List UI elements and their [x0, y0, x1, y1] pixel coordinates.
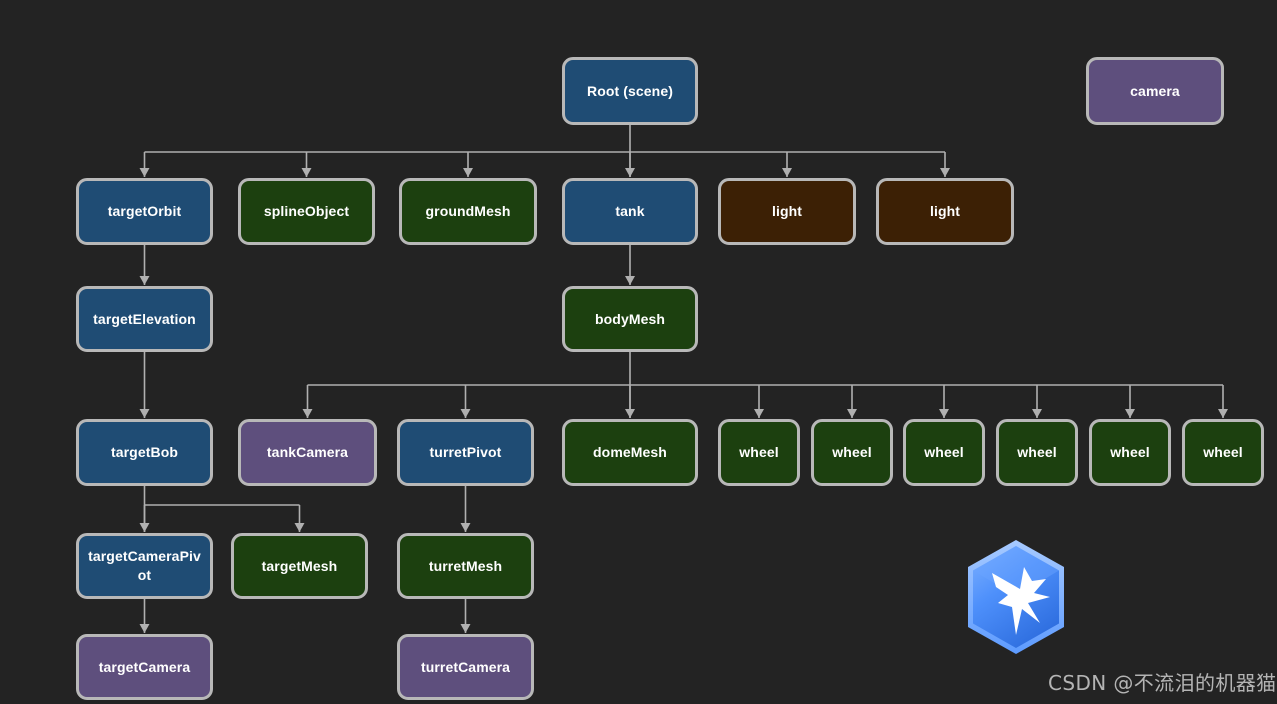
babylonjs-logo-icon [968, 540, 1064, 654]
graph-node-label: turretCamera [420, 658, 511, 675]
graph-node-label: wheel [1203, 444, 1243, 460]
graph-node-splineObject[interactable]: splineObject [238, 178, 375, 245]
graph-node-label: targetCameraPivot [88, 548, 201, 583]
graph-node-label: turretMesh [428, 557, 503, 574]
graph-node-label: domeMesh [593, 444, 667, 460]
graph-node-label: targetCamera [98, 658, 191, 675]
graph-node-label: camera [1130, 82, 1180, 99]
graph-node-label: light [929, 203, 961, 219]
graph-node-label: turretPivot [429, 444, 502, 460]
graph-node-label: targetOrbit [107, 203, 182, 219]
graph-node-label: light [771, 203, 803, 219]
graph-node-bodyMesh[interactable]: bodyMesh [562, 286, 698, 352]
graph-node-targetCameraPivot[interactable]: targetCameraPivot [76, 533, 213, 599]
graph-node-tank[interactable]: tank [562, 178, 698, 245]
csdn-watermark: CSDN @不流泪的机器猫 [1048, 671, 1277, 695]
graph-node-targetBob[interactable]: targetBob [76, 419, 213, 486]
graph-node-label: splineObject [263, 203, 350, 219]
graph-node-label: wheel [739, 444, 779, 460]
graph-node-wheel1[interactable]: wheel [718, 419, 800, 486]
graph-node-root[interactable]: Root (scene) [562, 57, 698, 125]
graph-node-wheel4[interactable]: wheel [996, 419, 1078, 486]
graph-node-targetElevation[interactable]: targetElevation [76, 286, 213, 352]
graph-node-label: groundMesh [425, 203, 511, 219]
graph-node-wheel3[interactable]: wheel [903, 419, 985, 486]
graph-node-camera[interactable]: camera [1086, 57, 1224, 125]
graph-node-label: wheel [1017, 444, 1057, 460]
graph-node-targetCamera[interactable]: targetCamera [76, 634, 213, 700]
graph-node-targetOrbit[interactable]: targetOrbit [76, 178, 213, 245]
graph-node-label: bodyMesh [594, 310, 666, 327]
graph-node-wheel5[interactable]: wheel [1089, 419, 1171, 486]
graph-node-tankCamera[interactable]: tankCamera [238, 419, 377, 486]
graph-node-label: wheel [924, 444, 964, 460]
graph-node-turretCamera[interactable]: turretCamera [397, 634, 534, 700]
graph-node-groundMesh[interactable]: groundMesh [399, 178, 537, 245]
graph-node-turretMesh[interactable]: turretMesh [397, 533, 534, 599]
graph-node-wheel2[interactable]: wheel [811, 419, 893, 486]
graph-node-label: targetElevation [93, 310, 196, 327]
graph-node-domeMesh[interactable]: domeMesh [562, 419, 698, 486]
graph-node-targetMesh[interactable]: targetMesh [231, 533, 368, 599]
graph-node-label: wheel [832, 444, 872, 460]
graph-node-wheel6[interactable]: wheel [1182, 419, 1264, 486]
graph-node-label: targetMesh [261, 557, 338, 574]
graph-node-light2[interactable]: light [876, 178, 1014, 245]
graph-node-label: wheel [1110, 444, 1150, 460]
graph-node-label: Root (scene) [587, 82, 673, 99]
graph-node-light1[interactable]: light [718, 178, 856, 245]
graph-node-label: tank [615, 203, 645, 219]
graph-node-turretPivot[interactable]: turretPivot [397, 419, 534, 486]
graph-node-label: tankCamera [266, 444, 349, 460]
graph-node-label: targetBob [110, 444, 178, 460]
